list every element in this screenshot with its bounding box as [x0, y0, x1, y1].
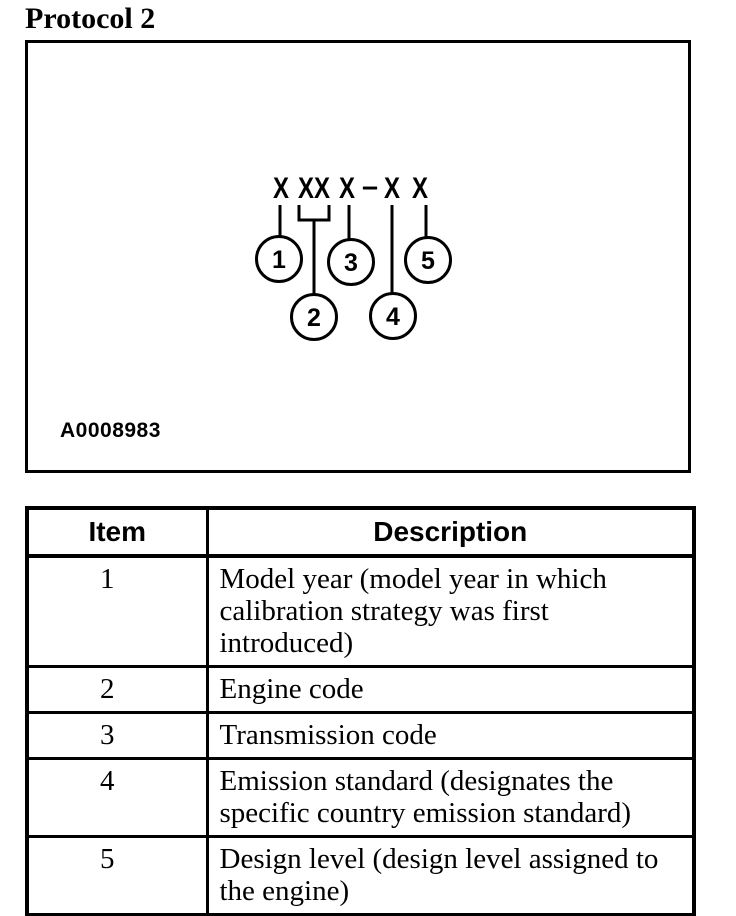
code-dash: – [362, 170, 378, 203]
item-number: 1 [25, 554, 209, 668]
callout-circle [290, 293, 338, 341]
item-number: 3 [25, 711, 209, 760]
table-row: 5 Design level (design level assigned to… [25, 835, 696, 916]
callout-number: 4 [386, 303, 400, 331]
table-header-row: Item Description [25, 506, 696, 558]
item-number: 5 [25, 835, 209, 916]
callout-circle [255, 235, 303, 283]
column-header-description: Description [205, 506, 696, 558]
code-pattern: X X X X – X X [273, 170, 428, 205]
item-description: Model year (model year in which calibrat… [205, 554, 696, 668]
callout-1: 1 [255, 235, 303, 283]
code-char: X [314, 172, 330, 205]
item-description: Transmission code [205, 711, 696, 760]
code-char: X [273, 172, 289, 205]
code-format-diagram: X X X X – X X 1 [255, 170, 452, 341]
callout-circle [404, 236, 452, 284]
table-row: 2 Engine code [25, 665, 696, 714]
callout-number: 2 [307, 304, 321, 332]
table-row: 4 Emission standard (designates the spec… [25, 757, 696, 838]
code-char: X [384, 172, 400, 205]
item-number: 2 [25, 665, 209, 714]
callout-number: 3 [344, 249, 358, 277]
item-description: Design level (design level assigned to t… [205, 835, 696, 916]
page-title: Protocol 2 [25, 2, 156, 35]
callout-number: 1 [272, 246, 286, 274]
table-row: 1 Model year (model year in which calibr… [25, 554, 696, 668]
item-description-table: Item Description 1 Model year (model yea… [25, 506, 696, 916]
callout-3: 3 [327, 238, 375, 286]
callout-5: 5 [404, 236, 452, 284]
callout-circle [369, 292, 417, 340]
code-char: X [339, 172, 355, 205]
figure-box: X X X X – X X 1 [25, 40, 691, 473]
table-row: 3 Transmission code [25, 711, 696, 760]
leader-lines [278, 205, 428, 295]
item-description: Engine code [205, 665, 696, 714]
callout-number: 5 [421, 247, 435, 275]
item-description: Emission standard (designates the specif… [205, 757, 696, 838]
code-char: X [412, 172, 428, 205]
item-number: 4 [25, 757, 209, 838]
callout-circle [327, 238, 375, 286]
figure-id-label: A0008983 [60, 419, 161, 442]
code-char: X [298, 172, 314, 205]
column-header-item: Item [25, 506, 209, 558]
callout-2: 2 [290, 293, 338, 341]
callout-4: 4 [369, 292, 417, 340]
